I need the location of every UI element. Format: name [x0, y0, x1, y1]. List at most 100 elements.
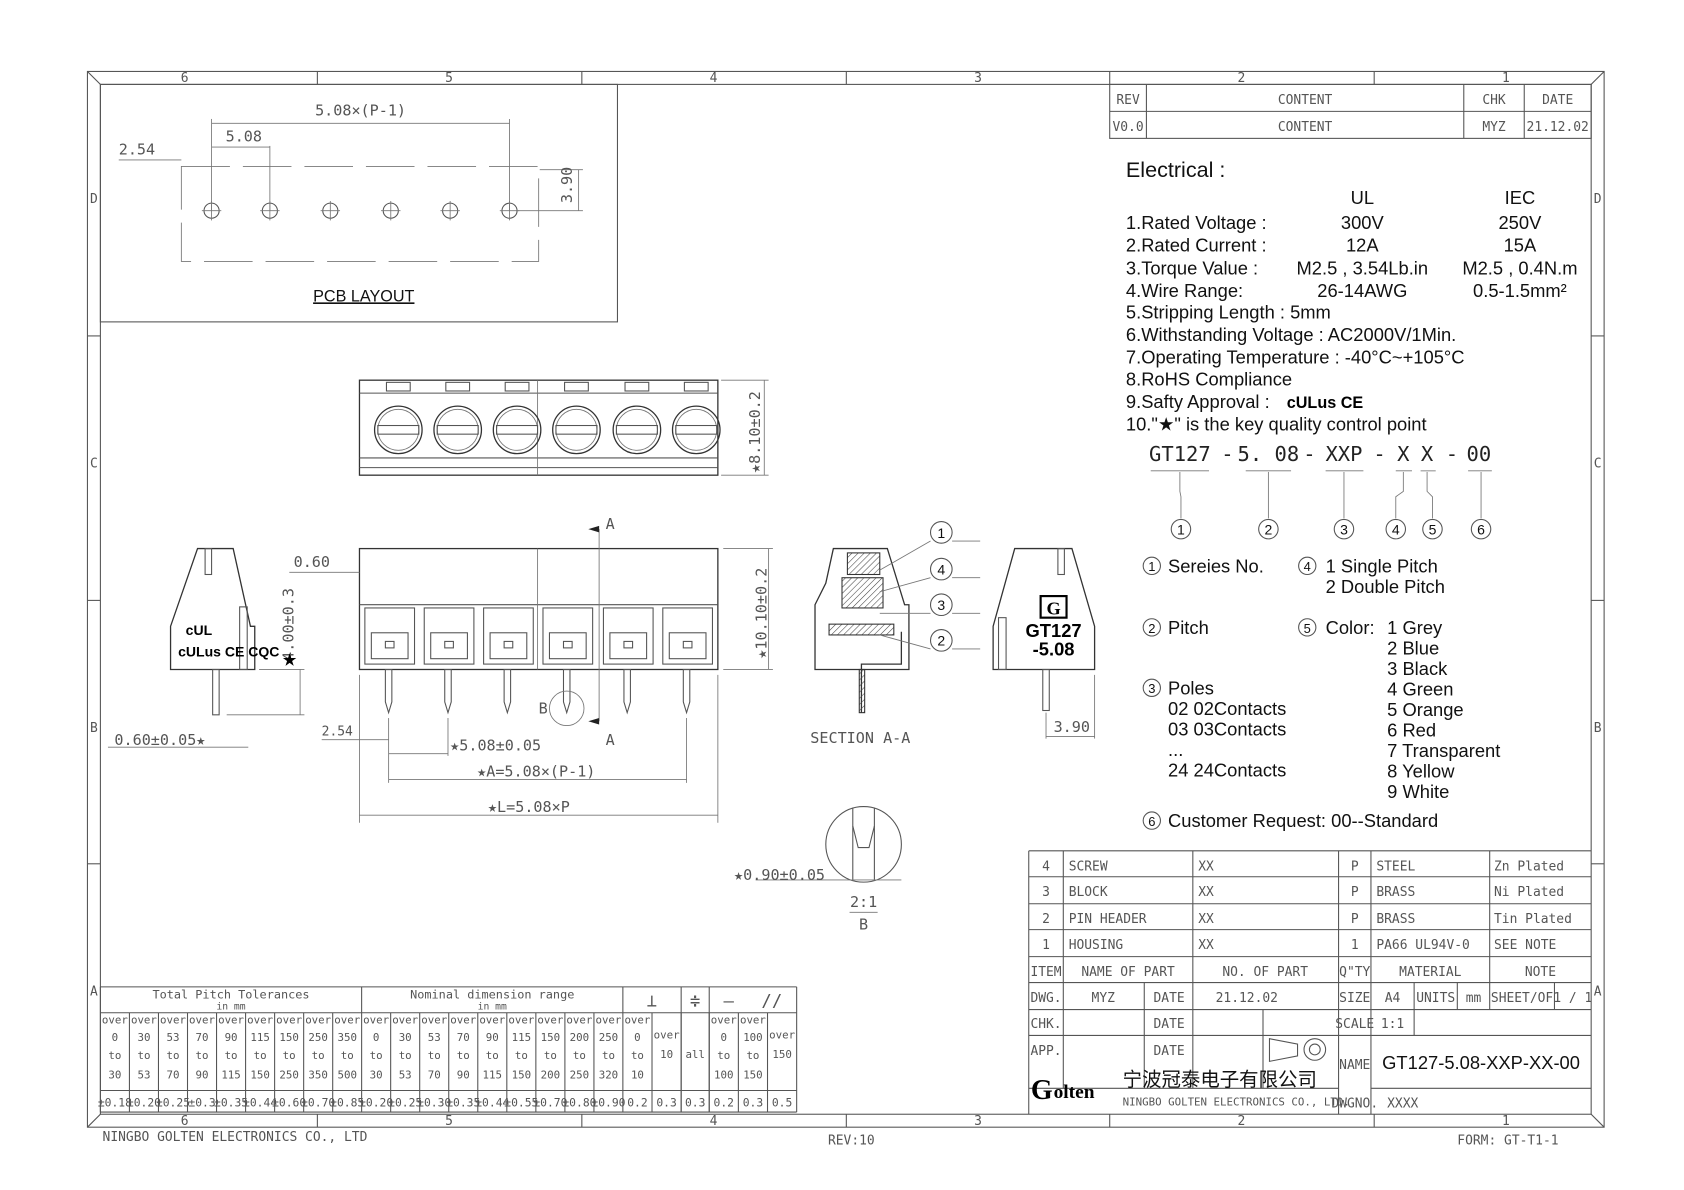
code-segment: -	[1303, 442, 1315, 466]
screw-head	[433, 405, 483, 455]
bom-part-no: XX	[1198, 885, 1214, 900]
spec-line: 8.RoHS Compliance	[1126, 369, 1292, 390]
geometric-symbol: //	[761, 991, 782, 1011]
pitch-range: 53	[137, 1069, 150, 1082]
screw-head-inner	[436, 408, 479, 451]
callout-number: 3	[1340, 522, 1348, 538]
nominal-range: 53	[399, 1069, 412, 1082]
legend-number: 6	[1148, 814, 1155, 829]
date-label: DATE	[1154, 1044, 1185, 1059]
wire-entry	[542, 607, 594, 665]
dwgno-value: XXXX	[1387, 1097, 1418, 1112]
nominal-range: to	[370, 1049, 383, 1062]
legend-pitch-type: 1 Single Pitch	[1326, 555, 1438, 576]
electrical-specs: Electrical : UL IEC 1.Rated Voltage :300…	[1126, 157, 1578, 434]
callout-number: 5	[1429, 522, 1437, 538]
code-segment: GT127	[1149, 442, 1211, 466]
nominal-range: to	[457, 1049, 470, 1062]
zone-label-left: D	[90, 192, 98, 207]
scale-value: 1:1	[1381, 1017, 1404, 1032]
pin	[562, 668, 571, 715]
pitch-tolerance-title: Total Pitch Tolerances	[152, 988, 309, 1002]
spec-ul-value: 26-14AWG	[1317, 280, 1407, 301]
pitch-range: 70	[166, 1069, 179, 1082]
bom-header: Q"TY	[1339, 965, 1370, 980]
bom-note: Ni Plated	[1494, 885, 1564, 900]
content-header: CONTENT	[1278, 93, 1333, 108]
spec-label: 1.Rated Voltage :	[1126, 212, 1267, 233]
bom-material: BRASS	[1376, 912, 1415, 927]
geometric-symbol: —	[723, 991, 734, 1011]
ul-column-header: UL	[1351, 187, 1374, 208]
legend-color-option: 1 Grey	[1387, 617, 1443, 638]
callout-bubble	[1422, 518, 1443, 540]
detail-dim: ★0.90±0.05	[734, 866, 825, 884]
zone-label-left: A	[90, 984, 98, 999]
ce-cqc-marks: cULus CE CQC	[178, 644, 279, 660]
nominal-range: to	[544, 1049, 557, 1062]
rev-header: REV	[1116, 93, 1140, 108]
front-height-dim: ★10.10±0.2	[752, 568, 770, 659]
nominal-range: 30	[399, 1031, 412, 1044]
pitch-range: to	[225, 1049, 238, 1062]
screw-head	[492, 405, 542, 455]
pitch-range: 150	[279, 1031, 298, 1044]
wire-entry	[364, 607, 416, 665]
pcb-dim-pitch: 5.08	[226, 128, 262, 146]
callout-number: 4	[1392, 522, 1400, 538]
geometric-tolerance-value: 0.3	[656, 1096, 676, 1110]
geometric-range: 0	[721, 1031, 728, 1044]
code-segment: X	[1421, 442, 1434, 466]
spec-label: 2.Rated Current :	[1126, 235, 1267, 256]
dwg-label: DWG.	[1030, 991, 1061, 1006]
spec-line: 7.Operating Temperature : -40°C~+105°C	[1126, 346, 1465, 367]
callout-bubble	[929, 593, 953, 617]
footer-company: NINGBO GOLTEN ELECTRONICS CO., LTD	[103, 1130, 368, 1145]
pitch-tolerance-value: ±0.18	[98, 1096, 132, 1110]
zone-label-top: 5	[445, 71, 453, 86]
wire-entry-clamp	[609, 632, 648, 660]
unit-label: in mm	[478, 1002, 507, 1013]
legend-bubble	[1142, 618, 1161, 637]
pitch-range: over	[305, 1014, 331, 1027]
detail-mark: B	[539, 700, 548, 718]
zone-label-top: 3	[974, 71, 982, 86]
nominal-range: 90	[486, 1031, 499, 1044]
zone-label-bottom: 3	[974, 1114, 982, 1129]
spec-iec-value: 15A	[1504, 235, 1537, 256]
pitch-range: over	[189, 1014, 215, 1027]
geometric-range: over	[624, 1014, 650, 1027]
pitch-range: 30	[137, 1031, 150, 1044]
geometric-tolerance-value: 0.3	[685, 1096, 705, 1110]
nominal-range: over	[566, 1014, 592, 1027]
dwg-by: MYZ	[1092, 991, 1116, 1006]
bom-qty: P	[1351, 885, 1359, 900]
callout-leader	[1179, 471, 1182, 519]
zone-label-bottom: 1	[1502, 1114, 1510, 1129]
legend-pole-option: 03 03Contacts	[1168, 718, 1286, 739]
geometric-range: 0	[634, 1031, 641, 1044]
callout-number: 4	[937, 561, 945, 577]
nominal-range: over	[537, 1014, 563, 1027]
front-view: A A B ★10.10±0.2 0.60 2.54 ★5.08±0.05 ★A…	[289, 515, 773, 823]
golten-logo-mark: G	[1046, 598, 1060, 618]
pitch-range: over	[247, 1014, 273, 1027]
left-side-view: cUL cULus CE CQC 4.00±0.3 ★ 0.60±0.05★	[107, 547, 305, 749]
zone-label-top: 2	[1238, 71, 1246, 86]
geometric-tolerance-value: 0.2	[714, 1096, 734, 1110]
screw-head	[552, 405, 601, 455]
nominal-tolerance-value: ±0.30	[417, 1096, 451, 1110]
top-view: ★8.10±0.2	[358, 379, 769, 476]
screw-head-inner	[377, 408, 420, 451]
screw-slot	[615, 424, 658, 435]
leader-line	[879, 634, 931, 650]
company-name-cn: 宁波冠泰电子有限公司	[1123, 1069, 1317, 1091]
spec-label: 3.Torque Value :	[1126, 257, 1258, 278]
units-value: mm	[1466, 991, 1482, 1006]
chk-value: MYZ	[1482, 120, 1506, 135]
wire-entry-clamp	[370, 632, 409, 660]
legend-bubble	[1142, 811, 1161, 830]
